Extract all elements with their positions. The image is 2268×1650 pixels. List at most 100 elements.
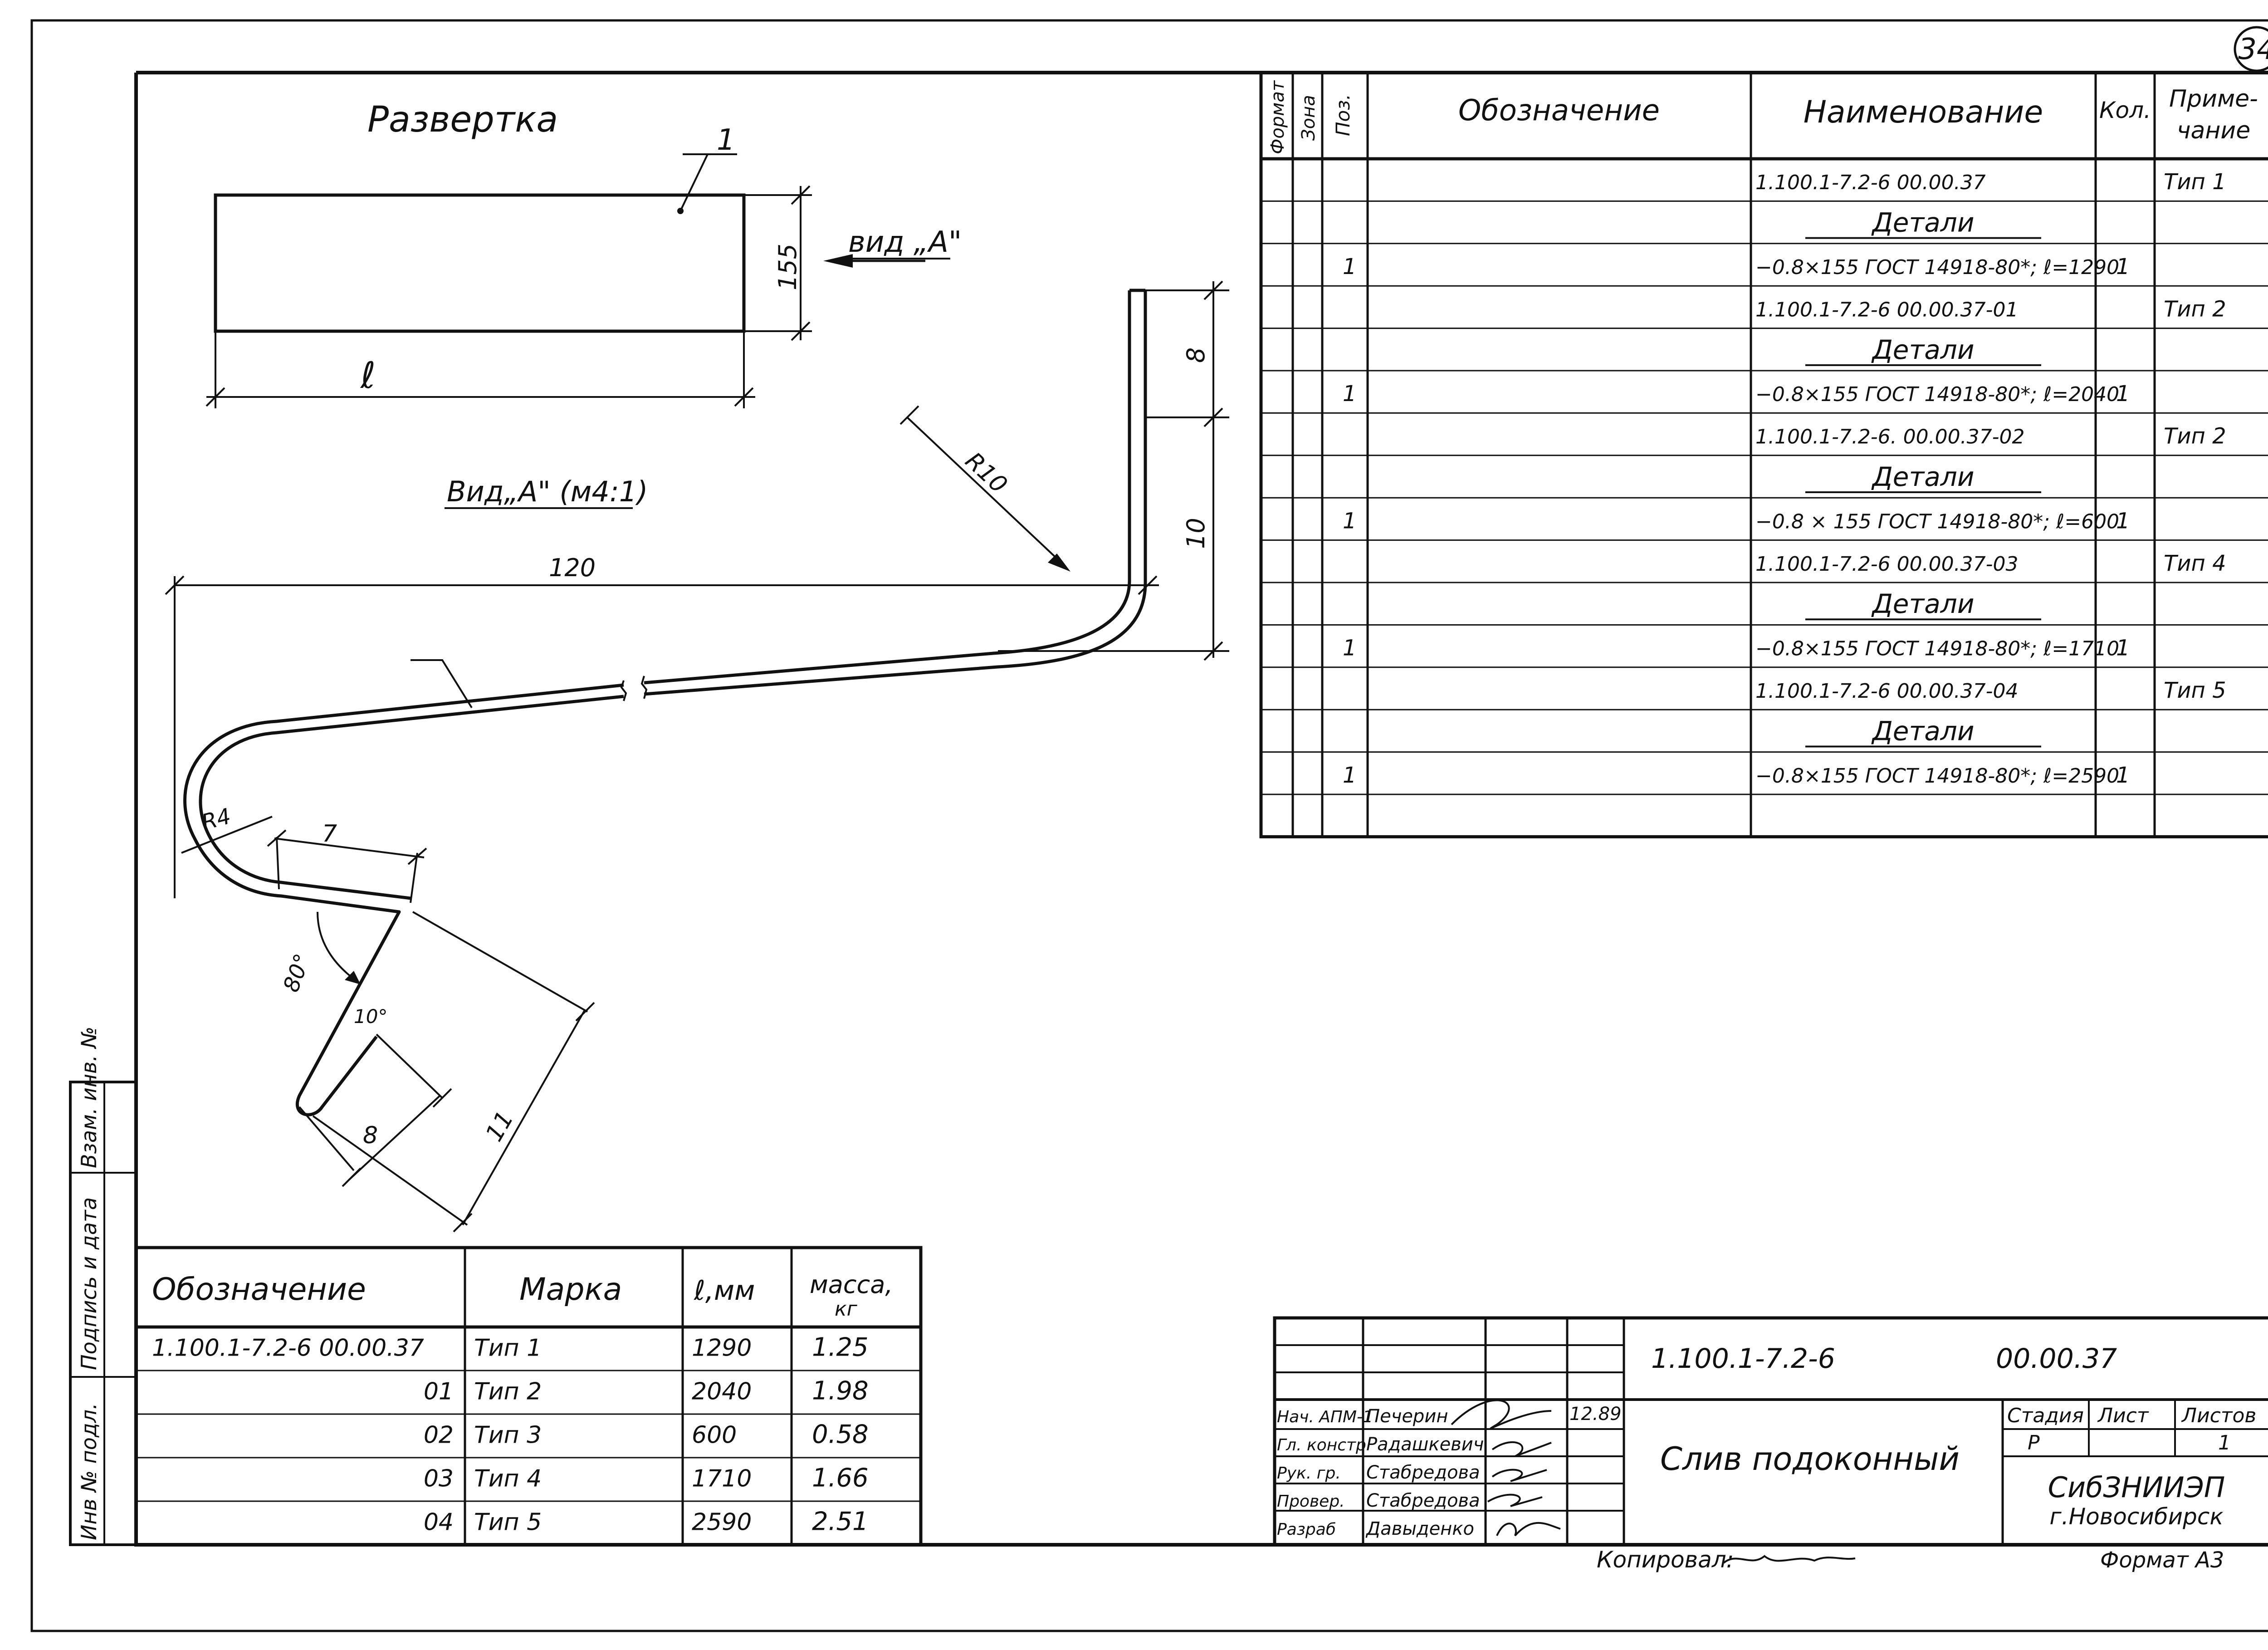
dim-radius-small: R4 xyxy=(199,803,234,836)
spec-cell-name: 1.100.1-7.2-6 00.00.37-04 xyxy=(1755,680,2018,703)
spec-header-note: чание xyxy=(2177,117,2250,144)
outer-border xyxy=(30,19,2268,1632)
spec-cell-note: Тип 2 xyxy=(2164,424,2226,449)
mass-cell-mass: 1.66 xyxy=(812,1463,869,1493)
spec-header-pos: Поз. xyxy=(1332,94,1354,136)
title-role: Нач. АПМ-1 xyxy=(1277,1408,1373,1426)
spec-frame xyxy=(1259,71,2268,838)
svg-text:34: 34 xyxy=(2238,33,2268,66)
development-length-label: ℓ xyxy=(360,354,376,397)
signature-5 xyxy=(1496,1522,1561,1537)
development-view: Развертка 1 155 ℓ вид „А" xyxy=(205,99,962,408)
signature-4 xyxy=(1487,1493,1543,1507)
development-title: Развертка xyxy=(367,99,558,140)
mass-cell-designation: 02 xyxy=(424,1421,454,1449)
spec-cell-qty: 1 xyxy=(2116,636,2130,661)
mass-cell-designation: 04 xyxy=(424,1508,454,1536)
mass-header-designation: Обозначение xyxy=(152,1272,366,1307)
inner-frame xyxy=(134,71,2268,1547)
spec-cell-qty: 1 xyxy=(2116,508,2130,534)
profile-view: Вид„А" (м4:1) 120 8 10 R10 xyxy=(165,280,1229,1233)
mass-header-mark: Марка xyxy=(519,1272,622,1307)
dim-vert-mid: 10 xyxy=(1182,518,1210,549)
footer-format: Формат А3 xyxy=(2100,1547,2224,1573)
dim-angle-small: 10° xyxy=(354,1005,387,1028)
title-role: Рук. гр. xyxy=(1277,1464,1341,1483)
stage-label: Стадия xyxy=(2007,1404,2084,1427)
mass-cell-designation: 01 xyxy=(424,1378,454,1405)
mass-header-mass: масса, xyxy=(810,1270,893,1299)
mass-cell-mass: 2.51 xyxy=(812,1507,869,1536)
spec-header-designation: Обозначение xyxy=(1458,94,1660,127)
spec-cell-name: −0.8×155 ГОСТ 14918-80*; ℓ=1710 xyxy=(1755,637,2119,661)
mass-table: Обозначение Марка ℓ,мм масса,кг 1.100.1-7.2-… xyxy=(136,1246,923,1545)
title-role: Гл. констр xyxy=(1277,1436,1366,1454)
spec-cell-qty: 1 xyxy=(2116,381,2130,406)
mass-cell-length: 2040 xyxy=(692,1378,752,1405)
development-height-label: 155 xyxy=(773,244,802,290)
spec-cell-pos: 1 xyxy=(1343,636,1357,661)
mass-cell-mark: Тип 4 xyxy=(474,1465,542,1492)
sheets-value: 1 xyxy=(2218,1431,2231,1454)
side-stamp-signature: Подпись и дата xyxy=(77,1197,101,1370)
development-strip xyxy=(214,193,746,333)
dim-lip: 8 xyxy=(363,1122,378,1149)
title-code-suffix: 00.00.37 xyxy=(1996,1343,2117,1375)
mass-cell-mark: Тип 2 xyxy=(474,1378,542,1405)
mass-cell-designation: 1.100.1-7.2-6 00.00.37 xyxy=(152,1334,424,1361)
mass-cell-length: 1710 xyxy=(692,1465,752,1492)
mass-cell-mark: Тип 1 xyxy=(474,1334,542,1361)
org-name: СибЗНИИЭП xyxy=(2048,1471,2225,1504)
mass-cell-mass: 1.98 xyxy=(812,1376,869,1405)
signature-3 xyxy=(1491,1469,1547,1482)
title-role: Провер. xyxy=(1277,1492,1345,1511)
signature-1 xyxy=(1451,1399,1552,1430)
dim-seg: 7 xyxy=(322,820,337,847)
spec-cell-name: Детали xyxy=(1871,207,1974,238)
mass-cell-length: 1290 xyxy=(692,1334,752,1361)
dim-long-leg: 11 xyxy=(480,1107,519,1146)
signature-2 xyxy=(1491,1441,1552,1457)
spec-cell-note: Тип 4 xyxy=(2164,551,2226,576)
title-person: Давыденко xyxy=(1365,1518,1474,1539)
spec-cell-name: Детали xyxy=(1871,588,1974,619)
side-stamp: Инв № подл. Подпись и дата Взам. инв. № xyxy=(69,1027,136,1546)
copier-signature xyxy=(1723,1555,1856,1564)
view-arrow-label: вид „А" xyxy=(848,225,962,259)
title-person: Печерин xyxy=(1366,1406,1448,1427)
sheet-label: Лист xyxy=(2097,1404,2149,1427)
footer-copied: Копировал: xyxy=(1597,1547,1734,1573)
spec-cell-name: Детали xyxy=(1871,461,1974,492)
spec-cell-qty: 1 xyxy=(2116,254,2130,279)
dim-vert-top: 8 xyxy=(1182,348,1210,363)
spec-cell-pos: 1 xyxy=(1343,763,1357,788)
spec-cell-name: −0.8 × 155 ГОСТ 14918-80*; ℓ=600 xyxy=(1755,510,2119,533)
spec-cell-pos: 1 xyxy=(1343,254,1357,279)
spec-cell-name: −0.8×155 ГОСТ 14918-80*; ℓ=2040 xyxy=(1755,383,2119,406)
mass-cell-mark: Тип 3 xyxy=(474,1421,542,1449)
spec-cell-name: 1.100.1-7.2-6. 00.00.37-02 xyxy=(1755,426,2024,449)
spec-cell-name: 1.100.1-7.2-6 00.00.37 xyxy=(1755,171,1986,194)
mass-header-mass: кг xyxy=(835,1297,858,1321)
dim-120: 120 xyxy=(549,553,596,582)
stage-value: Р xyxy=(2028,1431,2040,1454)
profile-strip-inner xyxy=(199,290,1147,900)
mass-header-length: ℓ,мм xyxy=(694,1275,755,1307)
spec-cell-name: Детали xyxy=(1871,715,1974,746)
spec-header-zone: Зона xyxy=(1298,95,1319,141)
title-date: 12.89 xyxy=(1569,1404,1622,1425)
spec-cell-pos: 1 xyxy=(1343,508,1357,534)
profile-title: Вид„А" (м4:1) xyxy=(447,475,648,508)
mass-cell-mass: 1.25 xyxy=(812,1332,869,1362)
mass-cell-length: 2590 xyxy=(692,1508,752,1536)
spec-header-format: Формат xyxy=(1267,80,1288,154)
mass-cell-mass: 0.58 xyxy=(812,1420,869,1449)
spec-cell-name: −0.8×155 ГОСТ 14918-80*; ℓ=2590 xyxy=(1755,764,2119,788)
mass-cell-mark: Тип 5 xyxy=(474,1508,542,1536)
title-name: Слив подоконный xyxy=(1660,1440,1960,1478)
dim-radius-big: R10 xyxy=(960,447,1012,499)
spec-cell-name: 1.100.1-7.2-6 00.00.37-03 xyxy=(1755,553,2018,576)
spec-cell-note: Тип 5 xyxy=(2164,678,2226,703)
